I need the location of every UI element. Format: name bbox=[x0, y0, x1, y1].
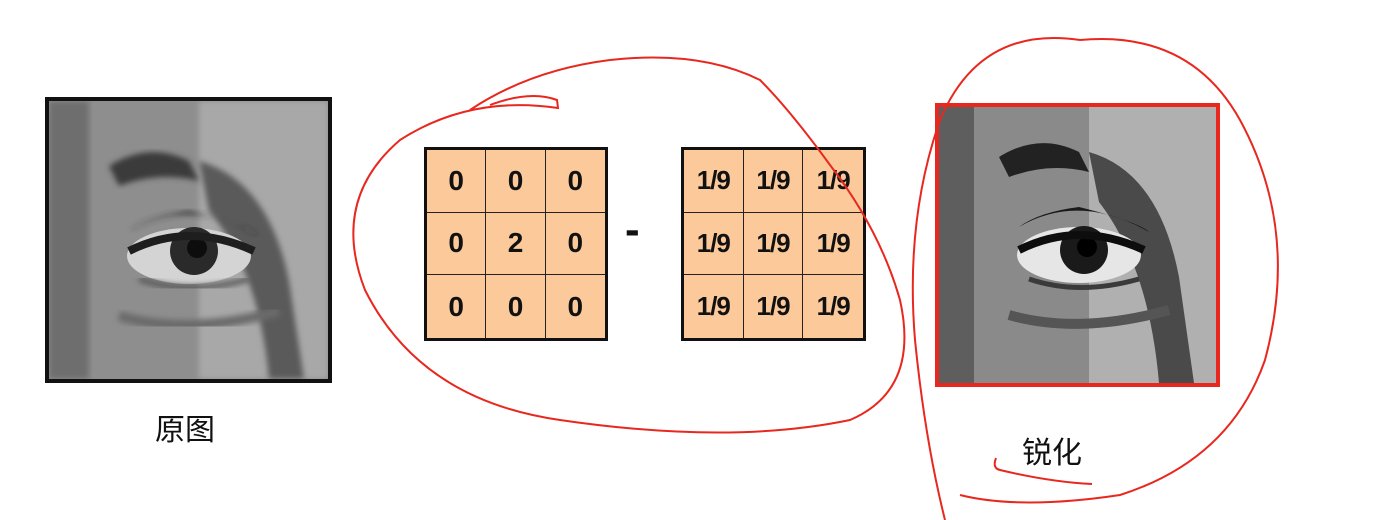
mean-kernel-cell-3-3: 1/9 bbox=[816, 291, 851, 322]
mean-kernel-cell-3-2: 1/9 bbox=[744, 275, 804, 338]
identity-kernel-cell-3-3: 0 bbox=[567, 290, 584, 322]
identity-kernel-cell-3-1: 0 bbox=[427, 275, 487, 338]
eye-photo-icon bbox=[49, 101, 328, 379]
eye-photo-sharpened-icon bbox=[939, 107, 1216, 383]
caption-original: 原图 bbox=[155, 413, 215, 448]
original-image bbox=[45, 97, 332, 383]
identity-kernel-cell-1-1: 0 bbox=[427, 150, 487, 213]
mean-kernel-cell-2-1: 1/9 bbox=[684, 212, 744, 276]
identity-kernel-cell-2-1: 0 bbox=[427, 212, 487, 276]
identity-kernel-cell-3-2: 0 bbox=[486, 275, 546, 338]
identity-kernel-cell-1-2: 0 bbox=[486, 150, 546, 213]
minus-operator: - bbox=[625, 205, 640, 254]
mean-kernel-cell-1-3: 1/9 bbox=[803, 150, 863, 213]
identity-kernel-cell-2-2: 2 bbox=[486, 212, 546, 276]
mean-kernel-cell-2-2: 1/9 bbox=[743, 212, 804, 276]
mean-kernel-cell-3-1: 1/9 bbox=[684, 275, 744, 338]
mean-kernel-cell-2-3: 1/9 bbox=[803, 213, 863, 276]
mean-kernel-cell-1-2: 1/9 bbox=[743, 150, 804, 213]
sharpened-image bbox=[935, 103, 1220, 387]
mean-kernel-cell-1-1: 1/9 bbox=[684, 150, 744, 213]
identity-kernel-cell-2-3: 0 bbox=[545, 213, 605, 276]
caption-sharpened: 锐化 bbox=[1022, 436, 1082, 471]
identity-kernel-cell-1-3: 0 bbox=[545, 150, 605, 213]
